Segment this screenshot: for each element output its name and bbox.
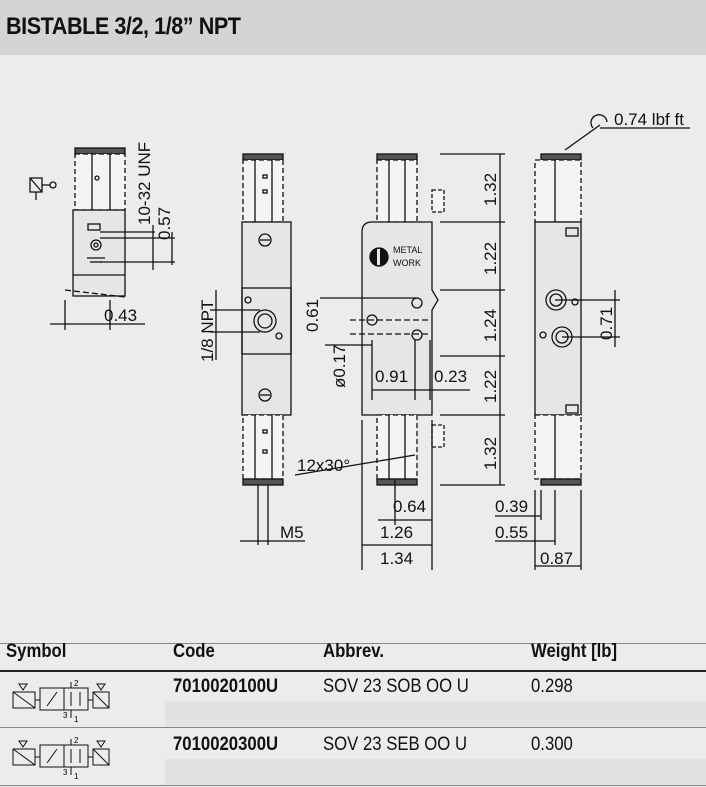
dim-126: 1.26 (380, 523, 413, 542)
side-view-right (495, 114, 690, 570)
dim-v124: 1.24 (481, 309, 500, 342)
valve-symbol-icon: 2 3 1 (12, 679, 110, 722)
col-header-abbrev: Abbrev. (323, 641, 385, 662)
row1-abbrev: SOV 23 SOB OO U (323, 676, 469, 697)
dim-npt: 1/8 NPT (198, 300, 217, 362)
dim-10-32-unf: 10-32 UNF (135, 142, 154, 225)
dim-043: 0.43 (104, 306, 137, 325)
symbol-port-2: 2 (74, 679, 79, 688)
dim-023: 0.23 (434, 367, 467, 386)
dim-angle: 12x30° (297, 456, 350, 475)
dim-v132-top: 1.32 (481, 173, 500, 206)
row2-abbrev: SOV 23 SEB OO U (323, 734, 468, 755)
logo-text-bottom: WORK (393, 258, 421, 268)
col-header-weight: Weight [lb] (531, 641, 618, 662)
dim-v122-top: 1.22 (481, 242, 500, 275)
dim-091: 0.91 (375, 367, 408, 386)
col-header-code: Code (173, 641, 215, 662)
dim-055: 0.55 (495, 523, 528, 542)
table-header-rule (0, 670, 706, 672)
dim-134: 1.34 (380, 549, 413, 568)
main-view (294, 153, 505, 570)
side-view-left (29, 147, 175, 330)
row2-weight: 0.300 (531, 734, 573, 755)
dim-039: 0.39 (495, 497, 528, 516)
row2-code: 7010020300U (173, 734, 279, 755)
dim-061: 0.61 (303, 299, 322, 332)
row1-weight: 0.298 (531, 676, 573, 697)
front-view (210, 153, 305, 545)
symbol-port-2: 2 (74, 736, 79, 745)
dim-071: 0.71 (597, 307, 616, 340)
table-row-band (165, 759, 706, 785)
table-bottom-rule (0, 785, 706, 786)
dim-m5: M5 (280, 523, 304, 542)
logo-text-top: METAL (393, 245, 422, 255)
table-top-rule (0, 643, 706, 644)
technical-drawing: METAL WORK 10-32 UNF 0.57 0.43 1/8 NPT 0… (29, 110, 690, 570)
dim-057: 0.57 (155, 207, 174, 240)
dim-v122-bottom: 1.22 (481, 370, 500, 403)
symbol-port-3: 3 (63, 768, 68, 777)
page-title: BISTABLE 3/2, 1/8” NPT (6, 13, 241, 40)
row1-code: 7010020100U (173, 676, 279, 697)
dim-017: ø0.17 (330, 345, 349, 388)
dim-087: 0.87 (540, 549, 573, 568)
dim-v132-bottom: 1.32 (481, 437, 500, 470)
dim-torque: 0.74 lbf ft (614, 110, 684, 129)
valve-symbol-icon: 2 3 1 (12, 736, 110, 779)
title-bar: BISTABLE 3/2, 1/8” NPT (0, 0, 706, 55)
table-row-band (165, 701, 706, 727)
symbol-port-1: 1 (74, 715, 79, 722)
row-divider (0, 727, 706, 728)
col-header-symbol: Symbol (6, 641, 67, 662)
symbol-port-3: 3 (63, 711, 68, 720)
symbol-port-1: 1 (74, 772, 79, 779)
dim-064: 0.64 (393, 497, 426, 516)
